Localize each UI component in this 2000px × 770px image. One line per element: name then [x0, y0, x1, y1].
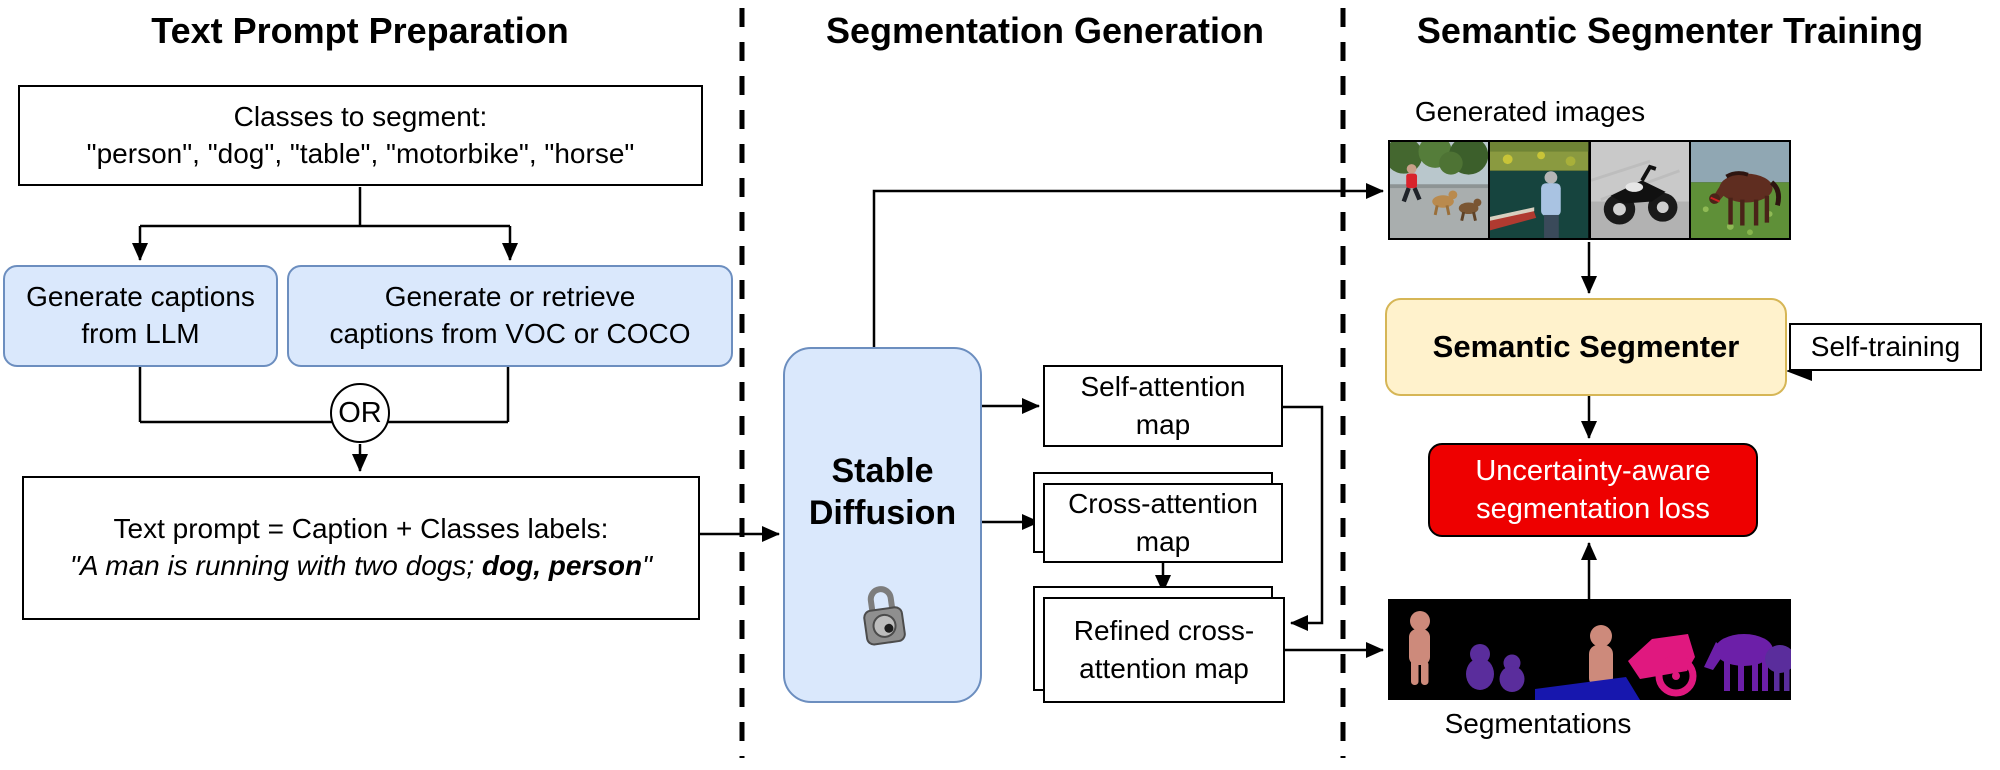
voc-box-line1: Generate or retrieve [384, 281, 636, 313]
self-training-label: Self-training [1810, 330, 1961, 362]
generated-image-horse [1688, 142, 1789, 238]
sd-line2: Diffusion [808, 494, 957, 532]
text-prompt-box: Text prompt = Caption + Classes labels: … [22, 476, 700, 620]
loss-line2: segmentation loss [1476, 493, 1710, 525]
prompt-close-quote: " [642, 550, 653, 581]
stable-diffusion-title: Stable Diffusion [809, 450, 956, 535]
or-junction: OR [330, 383, 390, 443]
arrow-sd-to-images [872, 183, 1384, 347]
generated-image-runner-with-dogs [1390, 142, 1489, 238]
cross-attention-map-box: Cross-attention map [1043, 483, 1283, 563]
segmentation-map-image [1388, 599, 1791, 700]
lock-icon [862, 585, 906, 645]
refined-cross-attention-box: Refined cross- attention map [1043, 597, 1285, 703]
arrow-selfattn-to-refined [1283, 405, 1324, 631]
generated-image-motorbike [1588, 142, 1689, 238]
prompt-line1: Text prompt = Caption + Classes labels: [113, 513, 609, 545]
segmentations-strip [1388, 599, 1791, 700]
refined-attn-line2: attention map [1079, 653, 1249, 684]
or-label: OR [338, 396, 382, 429]
self-training-box: Self-training [1789, 323, 1982, 371]
classes-line2: "person", "dog", "table", "motorbike", "… [86, 137, 635, 169]
self-attn-line2: map [1135, 409, 1191, 440]
loss-line1: Uncertainty-aware [1475, 454, 1711, 487]
segmentations-label: Segmentations [1444, 708, 1632, 739]
section-title-segmentation-generation: Segmentation Generation [825, 10, 1265, 51]
llm-box-line2: from LLM [81, 318, 200, 349]
prompt-line2: "A man is running with two dogs; dog, pe… [70, 548, 652, 585]
generated-image-man-by-lake [1488, 142, 1589, 238]
self-attn-line1: Self-attention [1080, 371, 1246, 403]
stable-diffusion-box: Stable Diffusion [783, 347, 982, 703]
prompt-caption-italic: "A man is running with two dogs; [69, 550, 482, 581]
cross-attn-line2: map [1135, 526, 1191, 557]
classes-line1: Classes to segment: [233, 100, 488, 132]
sd-line1: Stable [831, 451, 934, 490]
llm-box-line1: Generate captions [26, 281, 255, 313]
semantic-segmenter-box: Semantic Segmenter [1385, 298, 1787, 396]
generated-images-strip [1388, 140, 1791, 240]
section-title-semantic-segmenter-training: Semantic Segmenter Training [1416, 10, 1924, 51]
uncertainty-loss-box: Uncertainty-aware segmentation loss [1428, 443, 1758, 537]
prompt-classes-bold: dog, person [481, 550, 643, 581]
self-attention-map-box: Self-attention map [1043, 365, 1283, 447]
section-title-text-prompt-preparation: Text Prompt Preparation [151, 10, 569, 51]
generate-captions-llm-box: Generate captions from LLM [3, 265, 278, 367]
voc-box-line2: captions from VOC or COCO [329, 318, 691, 349]
semantic-segmenter-label: Semantic Segmenter [1432, 328, 1740, 364]
generated-images-label: Generated images [1414, 96, 1646, 127]
classes-to-segment-box: Classes to segment: "person", "dog", "ta… [18, 85, 703, 186]
generate-retrieve-voc-coco-box: Generate or retrieve captions from VOC o… [287, 265, 733, 367]
cross-attn-line1: Cross-attention [1068, 488, 1258, 520]
refined-attn-line1: Refined cross- [1073, 615, 1255, 647]
